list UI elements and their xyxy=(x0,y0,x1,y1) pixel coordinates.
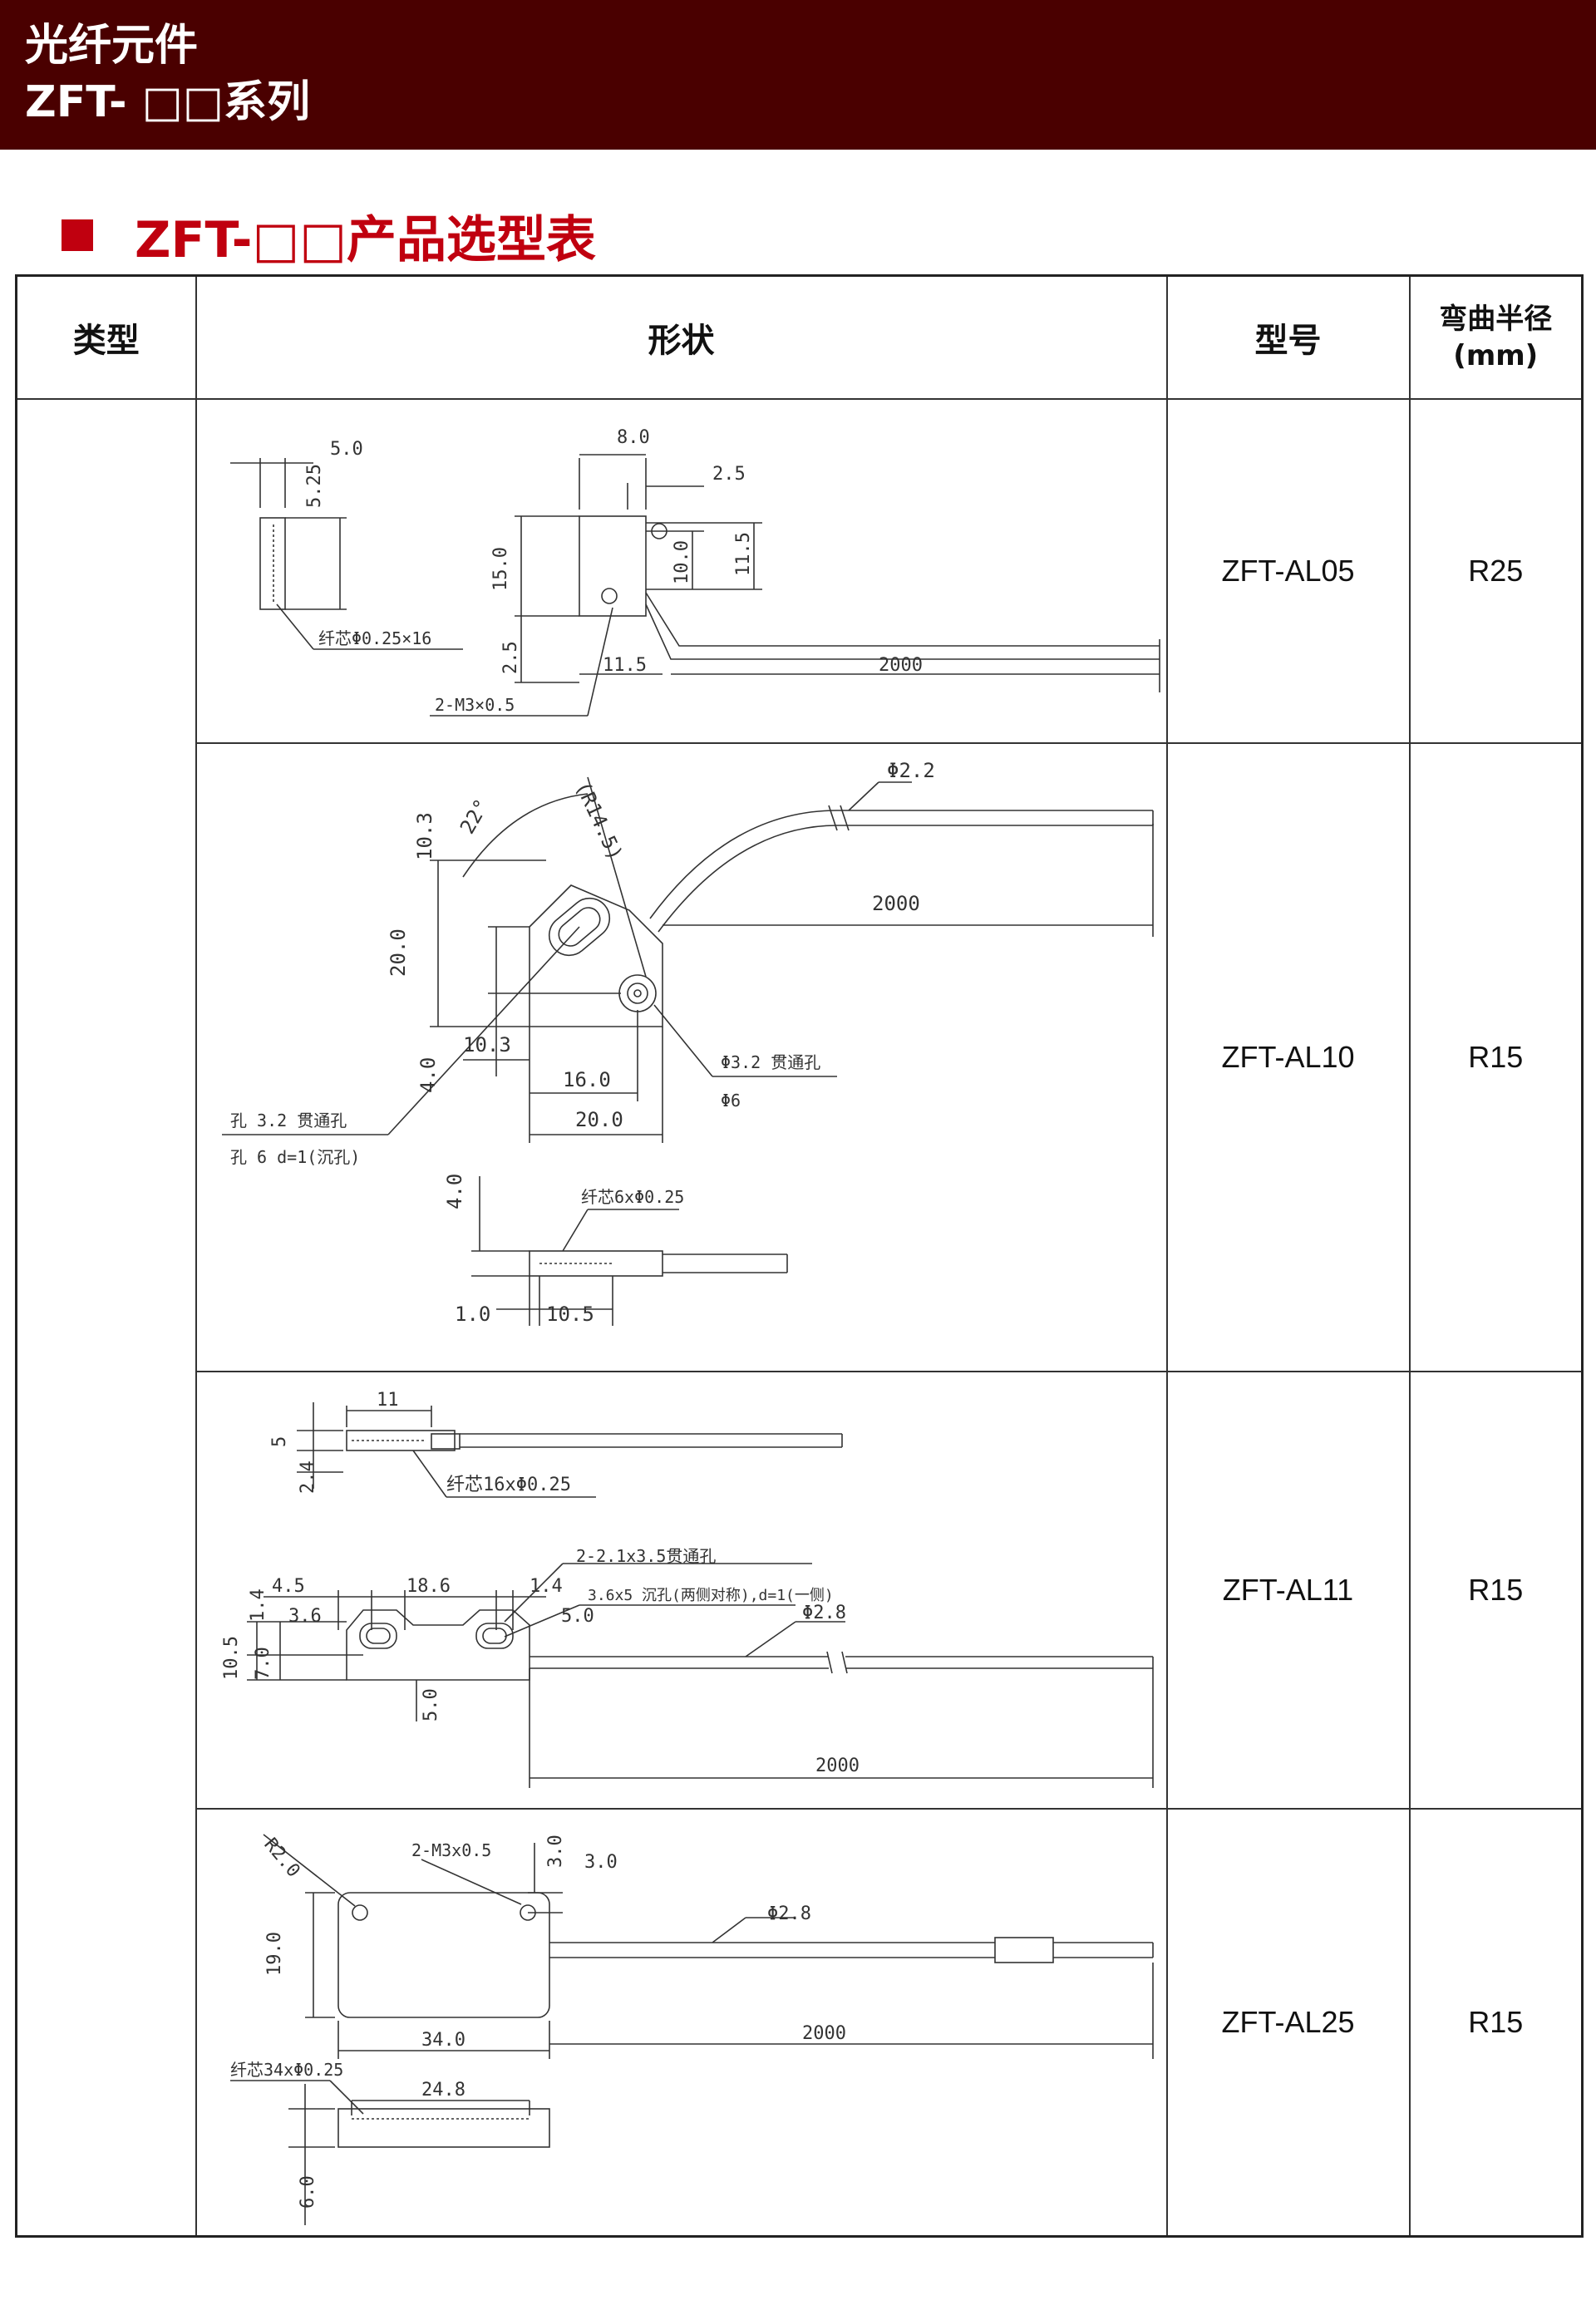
header-bend-radius: 弯曲半径 (mm) xyxy=(1408,274,1584,400)
square-bullet-icon xyxy=(62,219,93,251)
dim-slot: 2-2.1x3.5贯通孔 xyxy=(576,1546,716,1566)
drawing-al10: Φ2.2 22° (R14.5) 10.3 20.0 2000 10.3 16.… xyxy=(221,759,1154,1326)
dim-r: R2.0 xyxy=(259,1835,303,1882)
dim-hole1: Φ3.2 贯通孔 xyxy=(721,1052,820,1072)
header-series: ZFT- □□系列 xyxy=(25,77,311,127)
dim-b: 5.25 xyxy=(304,464,325,508)
dim-h: 3.6 xyxy=(288,1606,322,1627)
shape-drawing-al05: 5.0 5.25 纤芯Φ0.25×16 8.0 2.5 15.0 10.0 11… xyxy=(195,397,1168,744)
bend-cell: R25 xyxy=(1408,397,1584,744)
spec-table: 类型 形状 型号 弯曲半径 (mm) xyxy=(15,274,1584,2238)
model-cell: ZFT-AL25 xyxy=(1165,1807,1411,2238)
dim-core: 纤芯Φ0.25×16 xyxy=(318,628,431,648)
shape-drawing-al10: Φ2.2 22° (R14.5) 10.3 20.0 2000 10.3 16.… xyxy=(195,741,1168,1372)
dim-core: 纤芯6xΦ0.25 xyxy=(581,1187,684,1207)
dim-c: Φ2.8 xyxy=(767,1904,811,1924)
table-header-row: 类型 形状 型号 弯曲半径 (mm) xyxy=(15,274,1584,400)
dim-len: 2000 xyxy=(815,1756,860,1776)
dim-note1: 孔 3.2 贯通孔 xyxy=(230,1111,347,1130)
dim-a: 5.0 xyxy=(330,439,363,460)
bend-cell: R15 xyxy=(1408,1807,1584,2238)
table-row: Φ2.2 22° (R14.5) 10.3 20.0 2000 10.3 16.… xyxy=(17,741,1584,1372)
dim-d: 16.0 xyxy=(563,1068,611,1091)
drawing-al25: R2.0 2-M3x0.5 3.0 3.0 Φ2.8 19.0 34.0 200… xyxy=(229,1834,1154,2225)
dim-len: 2000 xyxy=(802,2023,846,2044)
dim-len: 2000 xyxy=(879,655,923,676)
dim-screw: 2-M3x0.5 xyxy=(411,1840,491,1860)
dim-h: 1.0 xyxy=(455,1303,490,1326)
dim-i: 11.5 xyxy=(603,655,647,676)
section-title: ZFT-□□产品选型表 xyxy=(135,210,596,269)
dim-core: 纤芯16xΦ0.25 xyxy=(446,1475,571,1495)
header-type: 类型 xyxy=(15,274,197,400)
dim-g: 4.0 xyxy=(443,1173,466,1209)
dim-f: 4.0 xyxy=(416,1056,440,1092)
dim-k: 10.5 xyxy=(221,1636,242,1680)
table-row: 11 5 2.4 纤芯16xΦ0.25 2-2.1x3.5贯通孔 4.5 18.… xyxy=(17,1370,1584,1810)
dim-d: 19.0 xyxy=(264,1932,285,1976)
header-bend-label: 弯曲半径 xyxy=(1439,302,1553,336)
bend-cell: R15 xyxy=(1408,741,1584,1372)
shape-drawing-al11: 11 5 2.4 纤芯16xΦ0.25 2-2.1x3.5贯通孔 4.5 18.… xyxy=(195,1370,1168,1810)
dim-a: 11 xyxy=(377,1390,399,1411)
dim-m: 5.0 xyxy=(421,1688,441,1721)
dim-ang: 22° xyxy=(455,795,493,838)
header-shape: 形状 xyxy=(195,274,1168,400)
dim-h: 2.5 xyxy=(500,641,521,674)
dim-c: 10.3 xyxy=(463,1033,511,1056)
header-band: 光纤元件 ZFT- □□系列 xyxy=(0,0,1596,150)
drawing-al05: 5.0 5.25 纤芯Φ0.25×16 8.0 2.5 15.0 10.0 11… xyxy=(229,427,1160,717)
dim-len: 2000 xyxy=(872,892,920,915)
dim-f: 24.8 xyxy=(421,2080,466,2101)
dim-a: 10.3 xyxy=(413,812,436,860)
table-row: R2.0 2-M3x0.5 3.0 3.0 Φ2.8 19.0 34.0 200… xyxy=(17,1807,1584,2238)
dim-e: 15.0 xyxy=(490,547,511,591)
dim-j: Φ2.8 xyxy=(802,1603,846,1623)
dim-sink: 3.6x5 沉孔(两侧对称),d=1(一侧) xyxy=(588,1587,834,1604)
dim-b: 5 xyxy=(269,1436,290,1447)
dim-f: 1.4 xyxy=(530,1576,563,1597)
dim-e: 18.6 xyxy=(406,1576,451,1597)
dim-b: 20.0 xyxy=(387,928,410,977)
dim-e: 34.0 xyxy=(421,2030,466,2051)
shape-drawing-al25: R2.0 2-M3x0.5 3.0 3.0 Φ2.8 19.0 34.0 200… xyxy=(195,1807,1168,2238)
model-cell: ZFT-AL05 xyxy=(1165,397,1411,744)
bend-cell: R15 xyxy=(1408,1370,1584,1810)
dim-note2: 孔 6 d=1(沉孔) xyxy=(230,1147,360,1167)
dim-c: 8.0 xyxy=(617,427,650,448)
dim-r: (R14.5) xyxy=(570,777,627,864)
dim-b: 3.0 xyxy=(584,1852,618,1873)
dim-screw: 2-M3×0.5 xyxy=(435,695,515,715)
dim-d: 2.5 xyxy=(712,464,746,485)
header-model: 型号 xyxy=(1165,274,1411,400)
dim-d22: Φ2.2 xyxy=(887,759,935,782)
dim-a: 3.0 xyxy=(545,1835,566,1868)
dim-l: 7.0 xyxy=(253,1647,273,1680)
dim-f: 10.0 xyxy=(672,540,692,584)
dim-g: 6.0 xyxy=(298,2175,318,2209)
header-title: 光纤元件 xyxy=(25,21,199,71)
model-cell: ZFT-AL10 xyxy=(1165,741,1411,1372)
dim-i: 5.0 xyxy=(561,1606,594,1627)
dim-g: 1.4 xyxy=(248,1588,268,1622)
dim-e: 20.0 xyxy=(575,1108,623,1131)
dim-d: 4.5 xyxy=(272,1576,305,1597)
dim-c: 2.4 xyxy=(298,1460,318,1494)
dim-i: 10.5 xyxy=(546,1303,594,1326)
drawing-al11: 11 5 2.4 纤芯16xΦ0.25 2-2.1x3.5贯通孔 4.5 18.… xyxy=(221,1390,1154,1788)
model-cell: ZFT-AL11 xyxy=(1165,1370,1411,1810)
dim-hole2: Φ6 xyxy=(721,1091,741,1111)
type-cell xyxy=(15,397,197,2238)
dim-core: 纤芯34xΦ0.25 xyxy=(230,2060,343,2080)
table-row: 5.0 5.25 纤芯Φ0.25×16 8.0 2.5 15.0 10.0 11… xyxy=(15,397,1584,2238)
header-bend-unit: (mm) xyxy=(1453,338,1539,372)
section-heading: ZFT-□□产品选型表 xyxy=(62,206,596,269)
dim-g: 11.5 xyxy=(733,532,754,576)
